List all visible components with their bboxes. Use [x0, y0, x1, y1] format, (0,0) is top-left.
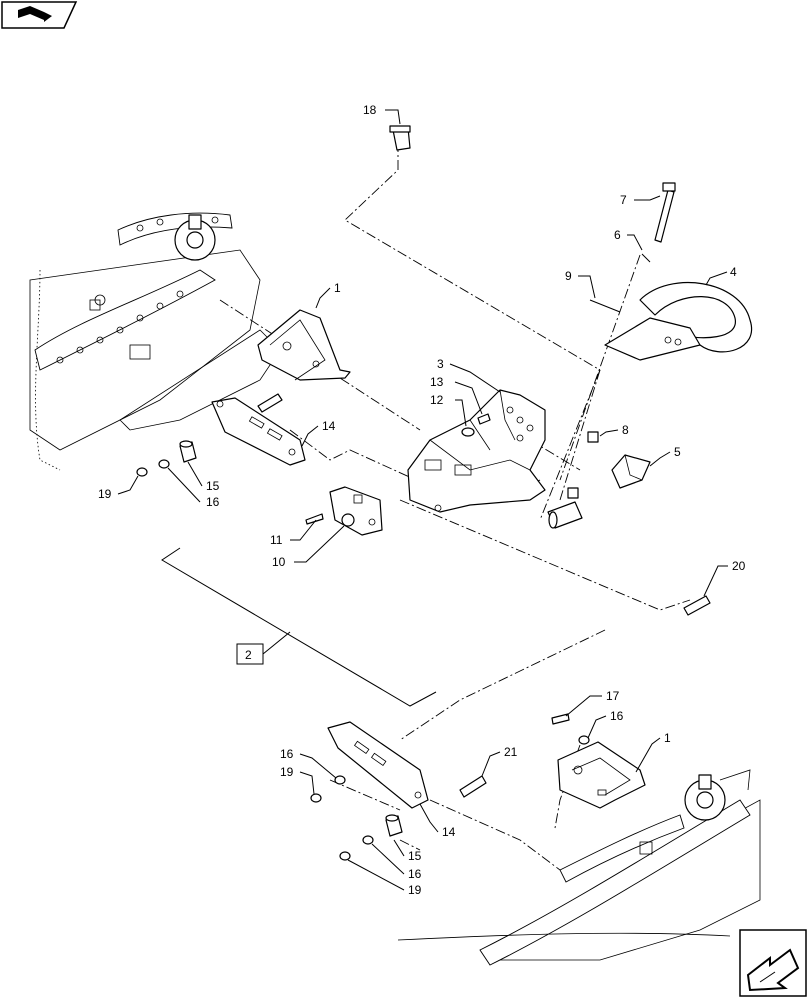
- part-14-lower-link: [327, 721, 429, 809]
- upper-chain: [34, 212, 233, 371]
- reference-box-label: 2: [245, 648, 252, 662]
- part-15-lower-spacer: [385, 814, 403, 837]
- callout-15-upper: 15: [206, 479, 220, 493]
- callout-16-top: 16: [610, 709, 624, 723]
- lower-sprocket: [684, 774, 726, 821]
- reference-box-2: 2: [236, 643, 264, 665]
- callout-13: 13: [430, 375, 444, 389]
- part-8-nut: [587, 431, 599, 443]
- callout-19-lower: 19: [408, 883, 422, 897]
- lower-track-assembly: [397, 769, 761, 966]
- part-6-pin: [641, 253, 651, 263]
- upper-sprocket: [174, 214, 216, 261]
- callout-21: 21: [504, 745, 518, 759]
- upper-track-assembly: [29, 212, 281, 471]
- callout-19-upper: 19: [98, 487, 112, 501]
- upper-link-bolt: [257, 393, 283, 413]
- callout-labels: 18 7 6 9 4 1 3 13 12 8 14 5 15 19 16 11 …: [98, 103, 746, 897]
- part-13-bolt: [477, 413, 491, 425]
- callout-6: 6: [614, 228, 621, 242]
- part-16-lower-washer: [362, 835, 374, 845]
- callout-5: 5: [674, 445, 681, 459]
- callout-20: 20: [732, 559, 746, 573]
- part-12-washer: [461, 427, 475, 437]
- part-11-bolt: [305, 513, 324, 525]
- callout-9: 9: [565, 269, 572, 283]
- callout-17: 17: [606, 689, 620, 703]
- part-9-pin: [589, 299, 621, 313]
- part-19-upper-nut: [136, 467, 148, 477]
- part-15-upper-spacer: [179, 440, 197, 463]
- leader-lines: [117, 109, 728, 891]
- part-4-handle: [604, 281, 753, 361]
- part-21-bolt: [459, 775, 487, 798]
- part-10-plate: [329, 486, 383, 536]
- callout-1-upper: 1: [334, 281, 341, 295]
- part-16-upper-washer: [158, 459, 170, 469]
- callout-3: 3: [437, 357, 444, 371]
- reference-frame: [161, 547, 437, 707]
- part-14-upper-link: [211, 397, 306, 466]
- callout-16-lower: 16: [408, 867, 422, 881]
- callout-12: 12: [430, 393, 444, 407]
- part-19-mid-nut: [310, 793, 322, 803]
- callout-18: 18: [363, 103, 377, 117]
- navigation-arrow-icon[interactable]: [739, 929, 807, 997]
- callout-8: 8: [622, 423, 629, 437]
- callout-10: 10: [272, 555, 286, 569]
- callout-14-upper: 14: [322, 419, 336, 433]
- book-reference-icon[interactable]: [1, 1, 78, 29]
- callout-19-mid: 19: [280, 765, 294, 779]
- part-1-lower-bracket: [557, 741, 646, 809]
- part-3-mounting-frame: [407, 389, 546, 513]
- callout-4: 4: [730, 265, 737, 279]
- shaft-pin: [547, 487, 583, 529]
- callout-16-upper: 16: [206, 495, 220, 509]
- part-20-bolt: [683, 595, 711, 616]
- callout-11: 11: [270, 533, 283, 547]
- part-5-clip: [611, 454, 651, 489]
- callout-7: 7: [620, 193, 627, 207]
- callout-15-lower: 15: [408, 849, 422, 863]
- callout-14-lower: 14: [442, 825, 456, 839]
- part-19-lower-nut: [339, 851, 351, 861]
- callout-16-mid: 16: [280, 747, 294, 761]
- part-17-bolt: [551, 713, 570, 725]
- callout-1-lower: 1: [664, 731, 671, 745]
- part-7-bolt: [654, 182, 676, 243]
- part-18-bolt: [389, 125, 411, 151]
- part-16-mid-washer: [334, 775, 346, 785]
- part-16-top-washer: [578, 735, 590, 745]
- part-1-upper-bracket: [257, 309, 351, 381]
